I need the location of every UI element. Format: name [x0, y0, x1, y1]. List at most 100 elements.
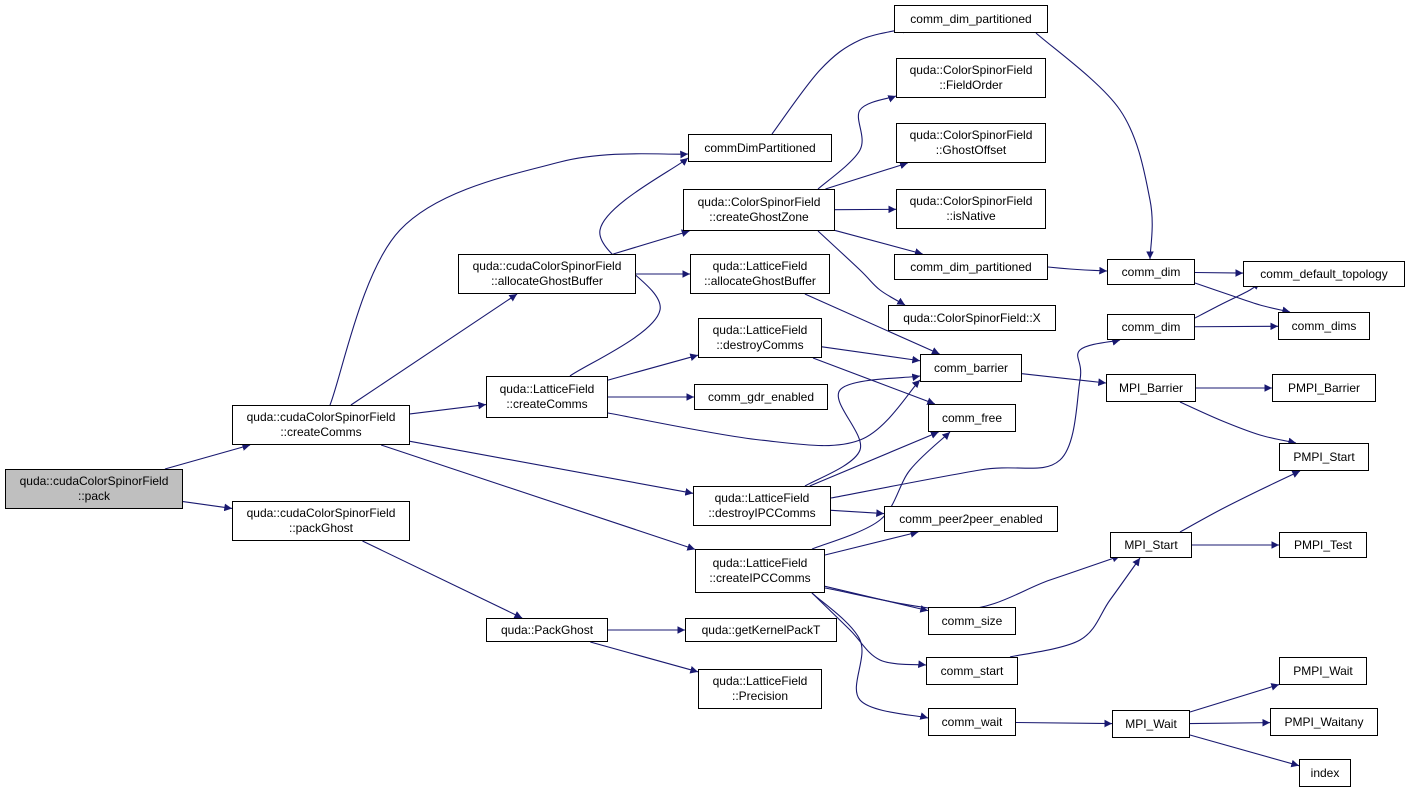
node-precision[interactable]: quda::LatticeField::Precision: [698, 669, 822, 709]
node-label: quda::PackGhost: [500, 622, 594, 637]
call-edge: [834, 229, 923, 256]
node-packGhost[interactable]: quda::cudaColorSpinorField::packGhost: [232, 501, 410, 541]
call-edge: [1015, 719, 1113, 728]
node-label: quda::cudaColorSpinorField: [19, 474, 169, 488]
call-edge: [824, 585, 929, 613]
call-edge: [607, 353, 699, 381]
node-pmpiTest[interactable]: PMPI_Test: [1279, 532, 1367, 558]
node-label: ::isNative: [946, 209, 996, 223]
node-label: MPI_Barrier: [1118, 380, 1183, 395]
node-p2p[interactable]: comm_peer2peer_enabled: [884, 506, 1058, 532]
node-label: quda::cudaColorSpinorField: [246, 506, 396, 520]
node-mpiBarrier[interactable]: MPI_Barrier: [1106, 374, 1196, 402]
node-index[interactable]: index: [1299, 759, 1351, 787]
node-label: quda::ColorSpinorField: [909, 128, 1033, 142]
node-PackGhost[interactable]: quda::PackGhost: [486, 618, 608, 642]
node-label: quda::cudaColorSpinorField: [246, 410, 396, 424]
node-label: comm_default_topology: [1260, 266, 1388, 281]
call-edge: [182, 501, 233, 512]
node-ghostOffset[interactable]: quda::ColorSpinorField::GhostOffset: [896, 123, 1046, 163]
call-edge: [830, 509, 885, 517]
node-label: quda::LatticeField: [712, 674, 808, 688]
node-label: ::createGhostZone: [709, 210, 809, 224]
node-destroyComms[interactable]: quda::LatticeField::destroyComms: [698, 318, 822, 358]
call-edge: [590, 641, 699, 674]
call-edge: [1047, 266, 1108, 275]
node-label: comm_peer2peer_enabled: [899, 511, 1043, 526]
node-barrier[interactable]: comm_barrier: [920, 354, 1022, 382]
node-label: quda::ColorSpinorField: [909, 63, 1033, 77]
node-isNative[interactable]: quda::ColorSpinorField::isNative: [896, 189, 1046, 229]
call-edge: [409, 401, 487, 415]
node-label: comm_wait: [941, 714, 1003, 729]
node-label: comm_free: [941, 410, 1003, 425]
call-edge: [329, 150, 689, 406]
node-label: comm_dim: [1121, 319, 1181, 334]
call-edge: [362, 540, 523, 619]
node-free[interactable]: comm_free: [928, 404, 1016, 432]
call-edge: [817, 95, 897, 190]
node-commDim2[interactable]: comm_dim: [1107, 314, 1195, 340]
node-cdpMid[interactable]: comm_dim_partitioned: [894, 254, 1048, 280]
node-getKernelPackT[interactable]: quda::getKernelPackT: [685, 618, 837, 642]
node-label: comm_dim_partitioned: [910, 259, 1032, 274]
node-destroyIPC[interactable]: quda::LatticeField::destroyIPCComms: [693, 486, 831, 526]
call-edge: [824, 530, 919, 556]
call-edge: [1189, 683, 1280, 713]
call-edge: [817, 230, 906, 306]
node-label: comm_gdr_enabled: [707, 389, 815, 404]
call-edge: [1194, 269, 1244, 277]
call-edge: [1189, 734, 1300, 768]
node-createIPC[interactable]: quda::LatticeField::createIPCComms: [695, 549, 825, 593]
call-edge: [812, 357, 936, 405]
node-commDimPartitioned[interactable]: commDimPartitioned: [688, 134, 832, 162]
node-label: quda::LatticeField: [712, 259, 808, 273]
call-edge: [1035, 32, 1154, 260]
call-edge: [804, 293, 940, 355]
node-fieldOrder[interactable]: quda::ColorSpinorField::FieldOrder: [896, 58, 1046, 98]
node-commDim1[interactable]: comm_dim: [1107, 259, 1195, 285]
call-edge: [1179, 401, 1297, 446]
node-label: ::Precision: [731, 689, 789, 703]
node-label: quda::cudaColorSpinorField: [472, 259, 622, 273]
node-pmpiStart[interactable]: PMPI_Start: [1279, 443, 1369, 471]
call-edge: [809, 431, 939, 487]
node-cudaCreateComms[interactable]: quda::cudaColorSpinorField::createComms: [232, 405, 410, 445]
node-label: ::createIPCComms: [709, 571, 811, 585]
node-pmpiWait[interactable]: PMPI_Wait: [1279, 657, 1367, 685]
call-edge: [825, 161, 908, 190]
node-csfX[interactable]: quda::ColorSpinorField::X: [888, 305, 1056, 331]
node-start[interactable]: comm_start: [926, 657, 1018, 685]
node-label: ::destroyComms: [716, 338, 804, 352]
call-edge: [804, 373, 921, 487]
node-pmpiWaitany[interactable]: PMPI_Waitany: [1270, 708, 1378, 736]
node-label: ::createComms: [280, 425, 362, 439]
node-defTopo[interactable]: comm_default_topology: [1243, 261, 1405, 287]
node-gdrEnabled[interactable]: comm_gdr_enabled: [694, 384, 828, 410]
node-dims[interactable]: comm_dims: [1278, 312, 1370, 340]
call-edge: [409, 440, 694, 496]
node-pmpiBarrier[interactable]: PMPI_Barrier: [1272, 374, 1376, 402]
node-mpiStart[interactable]: MPI_Start: [1110, 532, 1192, 558]
node-wait[interactable]: comm_wait: [928, 708, 1016, 736]
node-latCreateComms[interactable]: quda::LatticeField::createComms: [486, 376, 608, 418]
node-label: quda::LatticeField: [714, 491, 810, 505]
call-edge: [1194, 282, 1291, 314]
node-label: comm_size: [941, 613, 1003, 628]
node-label: quda::getKernelPackT: [701, 622, 821, 637]
node-cdpTop[interactable]: comm_dim_partitioned: [894, 5, 1048, 33]
node-createGhostZone[interactable]: quda::ColorSpinorField::createGhostZone: [683, 189, 835, 231]
node-allocGhostBufCuda[interactable]: quda::cudaColorSpinorField::allocateGhos…: [458, 254, 636, 294]
node-label: ::allocateGhostBuffer: [491, 274, 603, 288]
node-latAllocGhostBuf[interactable]: quda::LatticeField::allocateGhostBuffer: [690, 254, 830, 294]
call-edge: [350, 293, 518, 406]
call-edge: [380, 444, 696, 551]
node-label: PMPI_Wait: [1293, 663, 1353, 678]
node-label: commDimPartitioned: [704, 140, 816, 155]
node-label: comm_dim_partitioned: [910, 11, 1032, 26]
node-label: ::createComms: [506, 397, 588, 411]
call-edge: [1194, 281, 1261, 319]
node-label: comm_dim: [1121, 264, 1181, 279]
node-mpiWait[interactable]: MPI_Wait: [1112, 710, 1190, 738]
node-size[interactable]: comm_size: [928, 607, 1016, 635]
